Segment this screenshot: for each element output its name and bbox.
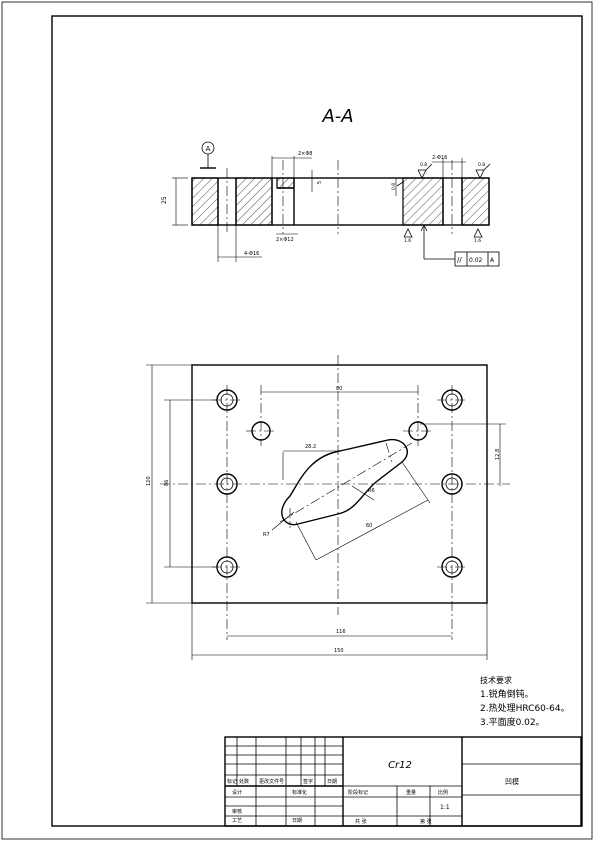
svg-text:150: 150: [334, 648, 344, 654]
section-view: A 25 2×Φ8 5: [161, 141, 500, 267]
roughness-symbols: 0.8 0.8 0.8 1.6 1.6: [391, 162, 491, 244]
svg-text:0.8: 0.8: [391, 183, 397, 190]
svg-text:更改文件号: 更改文件号: [259, 778, 284, 785]
svg-text:设计: 设计: [232, 789, 242, 796]
svg-text:4-Φ16: 4-Φ16: [244, 251, 259, 257]
svg-text:116: 116: [336, 629, 346, 635]
svg-text:2-Φ16: 2-Φ16: [432, 155, 447, 161]
svg-text:R7: R7: [263, 532, 270, 538]
svg-text:60: 60: [366, 523, 372, 529]
svg-text:A: A: [490, 257, 495, 264]
svg-text:处数: 处数: [239, 778, 249, 785]
svg-text:80: 80: [336, 386, 342, 392]
notes-heading: 技术要求: [480, 675, 512, 685]
svg-text:86: 86: [164, 480, 170, 486]
note-item: 1.锐角倒钝。: [480, 688, 534, 700]
counterbored-holes: [216, 389, 463, 578]
svg-text:0.02: 0.02: [469, 257, 483, 264]
svg-text:比例: 比例: [438, 789, 448, 796]
svg-text:R6: R6: [368, 488, 375, 494]
svg-text:5: 5: [317, 181, 323, 184]
svg-text:2×Φ8: 2×Φ8: [298, 151, 313, 157]
note-item: 3.平面度0.02。: [480, 716, 545, 728]
svg-text:2×Φ12: 2×Φ12: [276, 237, 294, 243]
svg-text:12.8: 12.8: [495, 449, 501, 460]
svg-text:25: 25: [161, 196, 168, 204]
svg-text:重量: 重量: [406, 789, 416, 796]
svg-text:日期: 日期: [292, 818, 302, 824]
svg-text:0.8: 0.8: [420, 162, 427, 168]
tolerance-frame: // 0.02 A: [420, 224, 500, 267]
svg-text:日期: 日期: [327, 779, 337, 785]
material-label: Cr12: [388, 760, 412, 771]
svg-text:1.6: 1.6: [404, 238, 411, 244]
svg-text:1.6: 1.6: [474, 238, 481, 244]
die-cavity: [281, 438, 408, 526]
svg-text:共 张: 共 张: [355, 818, 367, 825]
svg-text:工艺: 工艺: [232, 818, 242, 824]
part-name: 凹模: [505, 777, 519, 786]
technical-notes: 技术要求 1.锐角倒钝。 2.热处理HRC60-64。 3.平面度0.02。: [480, 675, 570, 728]
svg-text:审核: 审核: [232, 808, 242, 815]
note-item: 2.热处理HRC60-64。: [480, 702, 570, 714]
svg-text:签字: 签字: [303, 778, 313, 785]
datum-label: A: [206, 145, 211, 153]
svg-text:28.2: 28.2: [305, 444, 316, 450]
svg-text:阶段标记: 阶段标记: [348, 789, 368, 796]
section-title: A-A: [321, 106, 353, 127]
plan-view: 80 28.2 12.8 R6 R7 60 120 86 116: [146, 355, 510, 660]
svg-text:标记: 标记: [227, 778, 237, 785]
svg-text:120: 120: [146, 476, 152, 486]
svg-text:1:1: 1:1: [440, 804, 450, 811]
svg-text://: //: [457, 256, 462, 264]
title-block: 标记 处数 更改文件号 签字 日期 设计 标准化 审核 工艺 日期 Cr12 阶…: [224, 736, 582, 827]
svg-text:0.8: 0.8: [478, 162, 485, 168]
svg-text:第 张: 第 张: [420, 818, 432, 825]
svg-text:标准化: 标准化: [292, 789, 307, 796]
